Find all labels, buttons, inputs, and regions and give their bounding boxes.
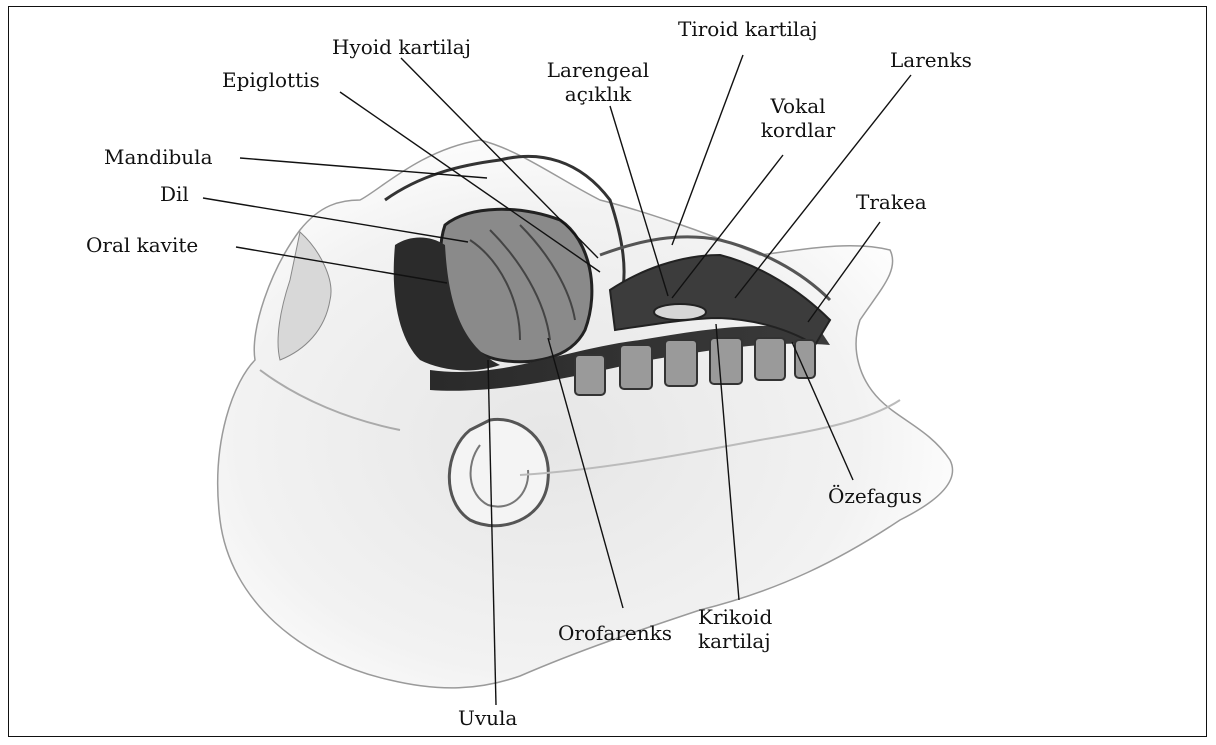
label-krikoid-line2: kartilaj bbox=[698, 629, 772, 653]
label-tiroid-kartilaj: Tiroid kartilaj bbox=[678, 17, 817, 41]
label-vokal-kordlar: Vokal kordlar bbox=[748, 94, 848, 142]
label-krikoid-line1: Krikoid bbox=[698, 605, 772, 629]
label-vokal-line1: Vokal bbox=[748, 94, 848, 118]
label-ozefagus: Özefagus bbox=[828, 484, 922, 508]
label-epiglottis: Epiglottis bbox=[222, 68, 320, 92]
label-orofarenks: Orofarenks bbox=[558, 621, 672, 645]
label-mandibula: Mandibula bbox=[104, 145, 213, 169]
label-larengeal-line1: Larengeal bbox=[538, 58, 658, 82]
label-larenks: Larenks bbox=[890, 48, 972, 72]
label-hyoid-kartilaj: Hyoid kartilaj bbox=[332, 35, 471, 59]
label-larengeal-aciklik: Larengeal açıklık bbox=[538, 58, 658, 106]
label-larengeal-line2: açıklık bbox=[538, 82, 658, 106]
label-vokal-line2: kordlar bbox=[748, 118, 848, 142]
head-outline bbox=[218, 140, 953, 688]
label-trakea: Trakea bbox=[856, 190, 927, 214]
label-uvula: Uvula bbox=[458, 706, 517, 730]
label-oral-kavite: Oral kavite bbox=[86, 233, 198, 257]
ear-shape bbox=[449, 419, 548, 525]
label-dil: Dil bbox=[160, 182, 189, 206]
vocal-cord-shape bbox=[654, 304, 706, 320]
label-krikoid-kartilaj: Krikoid kartilaj bbox=[698, 605, 772, 653]
